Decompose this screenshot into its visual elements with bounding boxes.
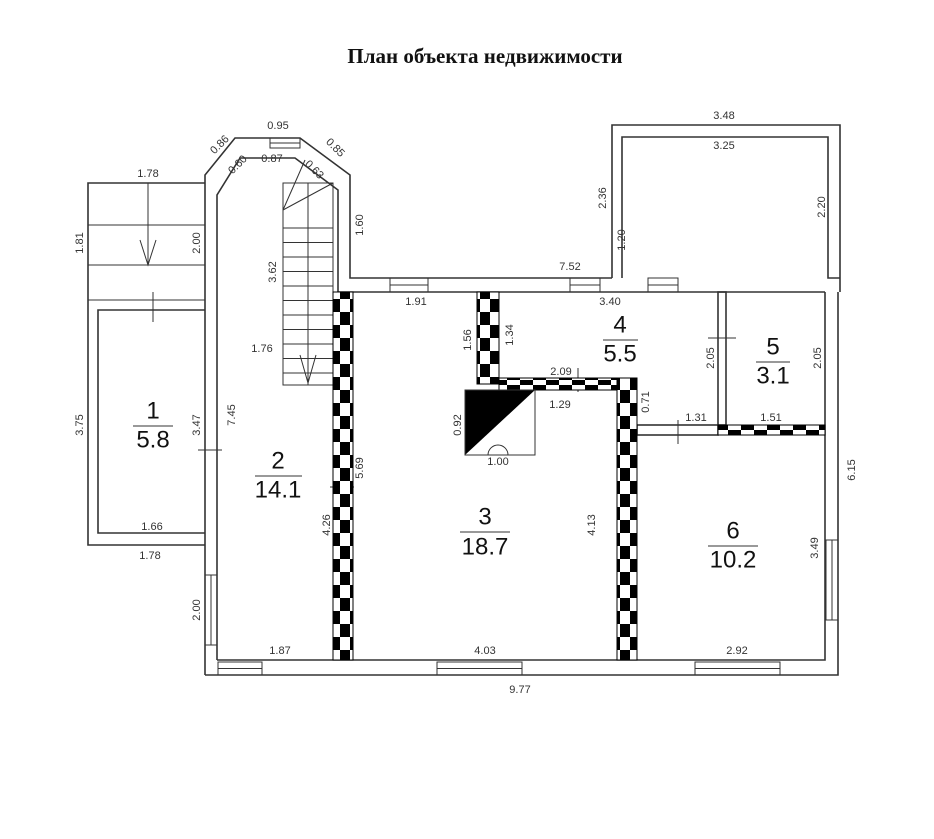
dimension-label: 3.62 bbox=[267, 261, 279, 282]
svg-text:3.1: 3.1 bbox=[756, 362, 789, 389]
svg-text:5.8: 5.8 bbox=[136, 426, 169, 453]
dimension-label: 1.51 bbox=[760, 412, 781, 424]
svg-text:5: 5 bbox=[766, 333, 779, 360]
dimension-label: 1.66 bbox=[141, 521, 162, 533]
window bbox=[436, 661, 523, 676]
dimension-label: 1.60 bbox=[354, 214, 366, 235]
svg-text:3: 3 bbox=[478, 503, 491, 530]
dimension-label: 2.05 bbox=[812, 347, 824, 368]
dimension-label: 4.26 bbox=[321, 514, 333, 535]
room-1: 15.8 bbox=[133, 397, 173, 453]
window bbox=[825, 539, 839, 621]
svg-text:4: 4 bbox=[613, 311, 626, 338]
svg-text:18.7: 18.7 bbox=[462, 533, 509, 560]
dimension-label: 1.00 bbox=[487, 456, 508, 468]
dimension-label: 2.00 bbox=[191, 599, 203, 620]
dimension-label: 2.92 bbox=[726, 645, 747, 657]
walls bbox=[87, 124, 841, 676]
dimension-label: 9.77 bbox=[509, 684, 530, 696]
window bbox=[217, 661, 263, 676]
dimension-label: 2.00 bbox=[191, 232, 203, 253]
room-6: 610.2 bbox=[708, 517, 758, 573]
dimension-label: 1.29 bbox=[549, 399, 570, 411]
dimension-label: 0.71 bbox=[640, 391, 652, 412]
dimension-label: 1.20 bbox=[616, 229, 628, 250]
window bbox=[694, 661, 781, 676]
dimension-label: 2.05 bbox=[705, 347, 717, 368]
windows bbox=[204, 137, 839, 676]
dimension-label: 1.91 bbox=[405, 296, 426, 308]
dimension-label: 1.56 bbox=[462, 329, 474, 350]
dimension-label: 0.95 bbox=[267, 120, 288, 132]
dimension-label: 0.85 bbox=[323, 136, 347, 160]
dimension-label: 2.20 bbox=[816, 196, 828, 217]
dimension-label: 3.48 bbox=[713, 110, 734, 122]
dimension-label: 6.15 bbox=[846, 459, 858, 480]
window bbox=[389, 277, 429, 293]
dimension-label: 7.45 bbox=[226, 404, 238, 425]
room-2: 214.1 bbox=[255, 447, 302, 503]
dimension-label: 4.13 bbox=[586, 514, 598, 535]
dimension-label: 1.76 bbox=[251, 343, 272, 355]
dimension-label: 3.75 bbox=[74, 414, 86, 435]
dimension-label: 7.52 bbox=[559, 261, 580, 273]
dimension-label: 0.60 bbox=[226, 153, 250, 177]
svg-text:10.2: 10.2 bbox=[710, 546, 757, 573]
dimension-label: 1.78 bbox=[139, 550, 160, 562]
svg-text:2: 2 bbox=[271, 447, 284, 474]
dimension-label: 5.69 bbox=[354, 457, 366, 478]
room-5: 53.1 bbox=[756, 333, 790, 389]
dimension-label: 1.34 bbox=[504, 324, 516, 345]
dimension-label: 2.09 bbox=[550, 366, 571, 378]
room-3: 318.7 bbox=[460, 503, 510, 560]
window bbox=[647, 277, 679, 293]
dimension-label: 0.87 bbox=[261, 153, 282, 165]
dimension-label: 0.86 bbox=[208, 133, 232, 157]
plan-title: План объекта недвижимости bbox=[347, 44, 623, 68]
dimension-label: 1.81 bbox=[74, 232, 86, 253]
window bbox=[204, 574, 218, 646]
dimension-label: 1.31 bbox=[685, 412, 706, 424]
dimension-label: 3.40 bbox=[599, 296, 620, 308]
window bbox=[269, 137, 301, 149]
dimension-label: 1.87 bbox=[269, 645, 290, 657]
svg-text:14.1: 14.1 bbox=[255, 476, 302, 503]
dimension-label: 4.03 bbox=[474, 645, 495, 657]
window bbox=[569, 277, 601, 293]
svg-text:6: 6 bbox=[726, 517, 739, 544]
room-4: 45.5 bbox=[603, 311, 638, 367]
svg-text:1: 1 bbox=[146, 397, 159, 424]
dimension-label: 1.78 bbox=[137, 168, 158, 180]
dimension-label: 3.49 bbox=[809, 537, 821, 558]
room-labels: 15.8 214.1 318.7 45.5 53.1 610.2 bbox=[133, 311, 790, 573]
svg-text:5.5: 5.5 bbox=[603, 340, 636, 367]
dimension-label: 3.25 bbox=[713, 140, 734, 152]
dimension-label: 3.47 bbox=[191, 414, 203, 435]
dimension-label: 2.36 bbox=[597, 187, 609, 208]
dimension-label: 0.92 bbox=[452, 414, 464, 435]
